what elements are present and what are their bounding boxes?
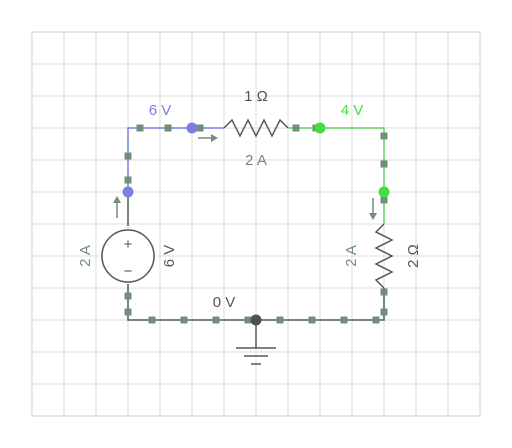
current-dot <box>180 316 188 324</box>
current-dot <box>292 124 300 132</box>
current-dot <box>124 308 132 316</box>
current-flow-dots <box>124 124 388 324</box>
arrow-up-icon <box>113 196 121 218</box>
current-dot <box>380 288 388 296</box>
resistor-r2-current: 2 A <box>343 245 360 267</box>
node-6v-top[interactable] <box>186 122 198 134</box>
voltage-label-0v: 0 V <box>213 294 236 311</box>
resistor-r1[interactable] <box>223 118 289 138</box>
current-dot <box>124 292 132 300</box>
current-dot <box>340 316 348 324</box>
current-dot <box>380 196 388 204</box>
current-dot <box>276 316 284 324</box>
current-dot <box>148 316 156 324</box>
resistor-r1-current: 2 A <box>245 152 267 169</box>
source-voltage: 6 V <box>161 245 178 268</box>
current-dot <box>136 124 144 132</box>
current-dot <box>164 124 172 132</box>
resistor-r2-value: 2 Ω <box>405 244 422 268</box>
node-6v-left[interactable] <box>122 186 134 198</box>
grid-border <box>31 31 481 417</box>
voltage-label-6v: 6 V <box>149 102 172 119</box>
current-dot <box>380 132 388 140</box>
current-dot <box>212 316 220 324</box>
node-4v-top[interactable] <box>314 122 326 134</box>
current-dot <box>380 160 388 168</box>
source-current: 2 A <box>77 245 94 267</box>
current-dot <box>380 308 388 316</box>
node-ground[interactable] <box>250 314 262 326</box>
resistor-r1-value: 1 Ω <box>244 88 268 105</box>
current-dot <box>244 316 252 324</box>
current-arrows <box>113 134 377 220</box>
arrow-down-icon <box>369 198 377 220</box>
node-4v-right[interactable] <box>378 186 390 198</box>
current-dot <box>196 124 204 132</box>
ground-icon[interactable] <box>236 347 276 365</box>
voltage-label-4v: 4 V <box>341 102 364 119</box>
wire-r1-to-r2[interactable] <box>288 127 385 224</box>
current-dot <box>308 316 316 324</box>
current-dot <box>124 152 132 160</box>
source-plus-sign: + <box>124 236 133 253</box>
resistor-r2[interactable] <box>374 223 394 289</box>
current-dot <box>124 176 132 184</box>
arrow-right-icon <box>198 134 218 142</box>
source-minus-sign: − <box>124 263 133 280</box>
current-dot <box>372 316 380 324</box>
voltage-source[interactable]: + − <box>101 229 155 283</box>
